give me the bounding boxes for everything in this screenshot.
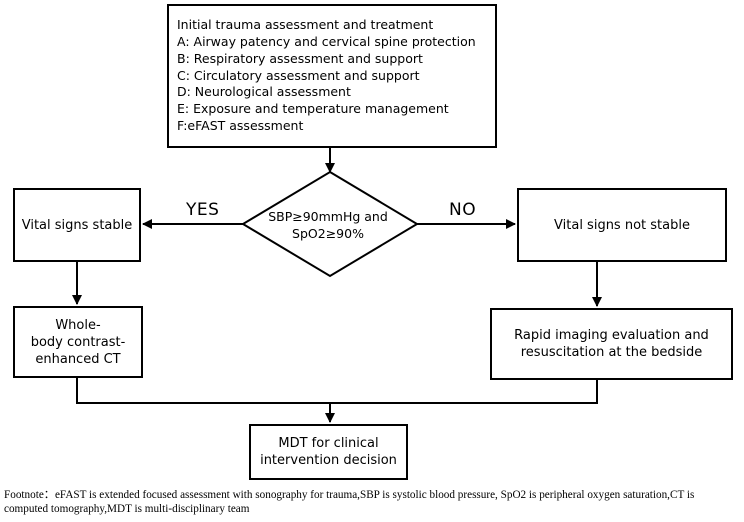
mdt-line-1: MDT for clinical (278, 436, 379, 451)
assessment-box: Initial trauma assessment and treatment … (167, 4, 497, 148)
no-label: NO (449, 200, 477, 220)
decision-diamond (241, 170, 419, 278)
edge-merge-connector (76, 378, 598, 404)
footnote: Footnote：eFAST is extended focused asses… (4, 488, 742, 516)
vital-signs-not-stable-label: Vital signs not stable (554, 217, 690, 233)
assessment-item-d: D: Neurological assessment (177, 84, 351, 100)
contrast-ct-box: Whole- body contrast- enhanced CT (13, 306, 143, 378)
mdt-decision-box: MDT for clinical intervention decision (249, 424, 408, 480)
assessment-item-a: A: Airway patency and cervical spine pro… (177, 34, 476, 49)
rapid-imaging-line-2: resuscitation at the bedside (520, 345, 703, 360)
contrast-ct-line-2: body contrast- (30, 334, 126, 350)
footnote-line-1: Footnote：eFAST is extended focused asses… (4, 489, 695, 501)
decision-label: SBP≥90mmHg and SpO2≥90% (252, 208, 404, 242)
assessment-item-e: E: Exposure and temperature management (177, 101, 449, 117)
contrast-ct-line-3: enhanced CT (35, 351, 121, 367)
assessment-title: Initial trauma assessment and treatment (177, 17, 434, 33)
vital-signs-stable-box: Vital signs stable (13, 188, 141, 262)
decision-line-1: SBP≥90mmHg and (268, 209, 388, 224)
footnote-line-2: computed tomography,MDT is multi-discipl… (4, 503, 250, 515)
assessment-item-b: B: Respiratory assessment and support (177, 50, 423, 66)
vital-signs-not-stable-box: Vital signs not stable (517, 188, 727, 262)
assessment-item-f: F:eFAST assessment (177, 117, 304, 133)
mdt-line-2: intervention decision (260, 453, 397, 468)
decision-line-2: SpO2≥90% (292, 226, 364, 241)
rapid-imaging-box: Rapid imaging evaluation and resuscitati… (490, 308, 733, 380)
contrast-ct-line-1: Whole- (55, 317, 101, 333)
yes-label: YES (186, 200, 220, 220)
vital-signs-stable-label: Vital signs stable (21, 217, 133, 233)
rapid-imaging-line-1: Rapid imaging evaluation and (514, 328, 709, 343)
assessment-item-c: C: Circulatory assessment and support (177, 67, 420, 83)
